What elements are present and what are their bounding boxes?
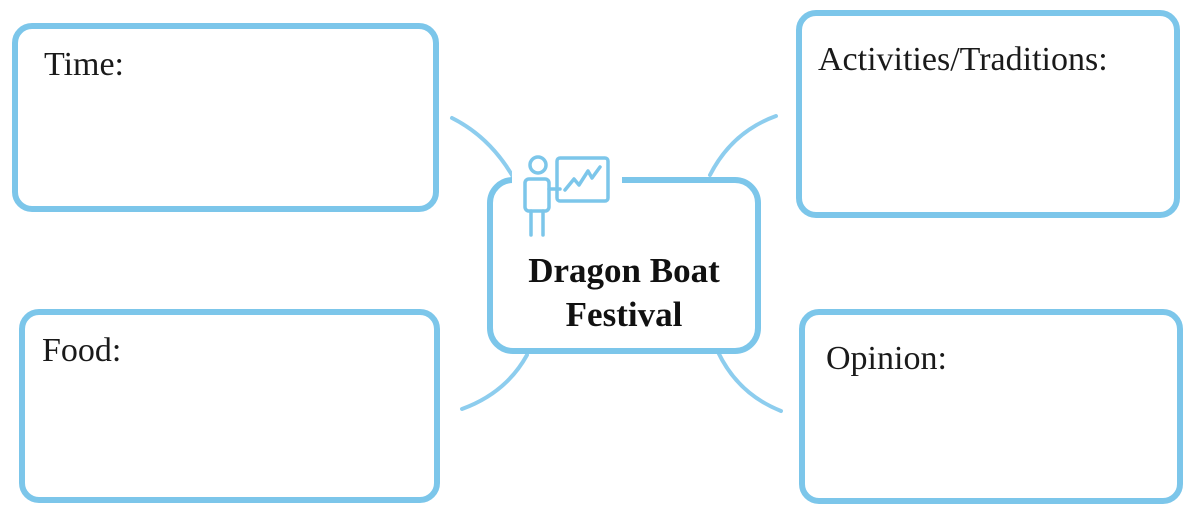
center-title-line1: Dragon Boat — [528, 251, 720, 290]
connector-food — [460, 353, 529, 411]
time-box[interactable]: Time: — [12, 23, 439, 212]
center-title-line2: Festival — [565, 295, 683, 334]
food-box[interactable]: Food: — [19, 309, 440, 503]
center-topic-box: Dragon Boat Festival — [487, 177, 761, 354]
opinion-label: Opinion: — [826, 340, 947, 377]
activities-traditions-label: Activities/Traditions: — [818, 41, 1108, 78]
center-title: Dragon Boat Festival — [493, 249, 755, 337]
presenter-chart-icon — [512, 152, 622, 242]
connector-opinion — [716, 350, 783, 413]
connector-activities — [708, 114, 778, 177]
activities-traditions-box[interactable]: Activities/Traditions: — [796, 10, 1180, 218]
food-label: Food: — [42, 332, 122, 369]
connector-time — [450, 116, 518, 184]
time-label: Time: — [44, 46, 125, 83]
opinion-box[interactable]: Opinion: — [799, 309, 1183, 504]
